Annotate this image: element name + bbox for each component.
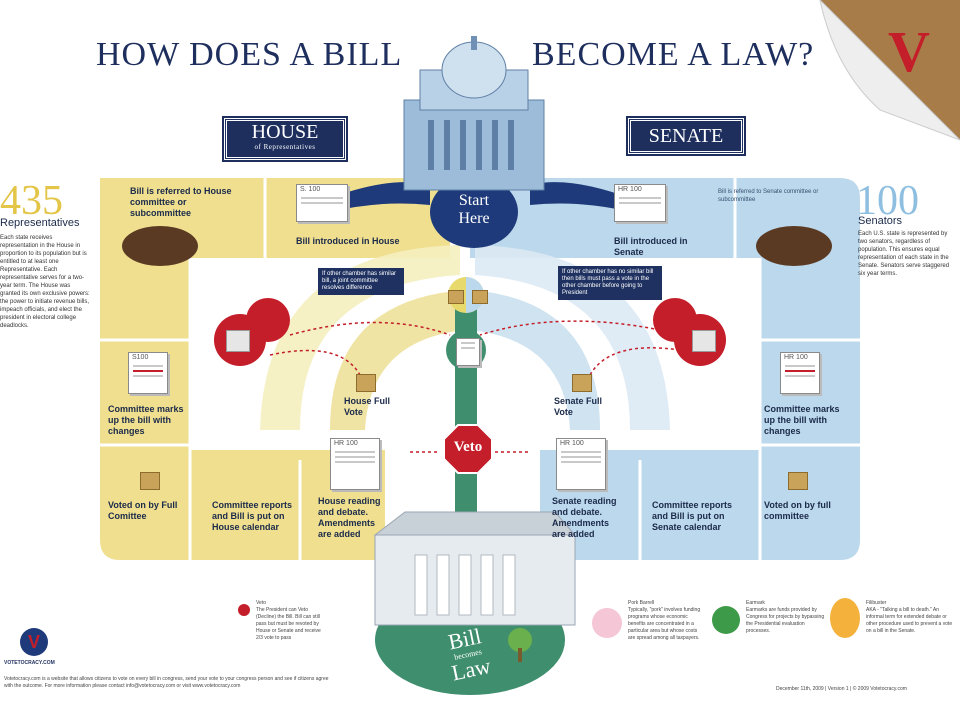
senate-committee-building-icon — [692, 330, 716, 352]
house-reading-doc: HR 100 — [330, 438, 380, 490]
footer-date: December 11th, 2009 | Version 1 | © 2009… — [776, 686, 907, 692]
votetocracy-logo-text: VOTETOCRACY.COM — [4, 660, 55, 666]
senate-step-voted: Voted on by full committee — [764, 500, 831, 521]
senate-step-reports: Committee reports and Bill is put on Sen… — [652, 500, 733, 532]
pork-barrel-icon — [592, 608, 622, 638]
center-ballot-box-right-icon — [472, 290, 488, 304]
senate-committee-table-icon — [756, 226, 832, 266]
votetocracy-logo-icon: V — [20, 628, 48, 656]
footer-text: Votetocracy.com is a website that allows… — [4, 676, 329, 689]
senate-step-reading: Senate reading and debate. Amendments ar… — [552, 496, 617, 539]
title-right: BECOME A LAW? — [532, 36, 815, 73]
senate-count: 100 — [856, 178, 919, 224]
house-step-referred: Bill is referred to House committee or s… — [130, 186, 232, 218]
joint-committee-callout: If other chamber has similar bill, a joi… — [318, 268, 404, 295]
house-committee-building-icon — [226, 330, 250, 352]
house-step-full-vote: House Full Vote — [344, 396, 391, 417]
house-step-introduced: Bill introduced in House — [296, 236, 400, 246]
veto-sign: Veto — [453, 439, 483, 455]
center-ballot-box-left-icon — [448, 290, 464, 304]
senate-count-label: Senators — [858, 215, 903, 227]
votetocracy-v-logo-icon: V — [888, 19, 930, 84]
senate-badge: SENATE — [626, 116, 746, 156]
senate-step-markup: Committee marks up the bill with changes — [764, 404, 840, 436]
house-vote-box-icon — [356, 374, 376, 392]
senate-markup-doc: HR 100 — [780, 352, 820, 394]
earmark-money-icon — [712, 606, 740, 634]
house-committee-table-icon — [122, 226, 198, 266]
house-count: 435 — [0, 178, 63, 224]
house-markup-doc: S100 — [128, 352, 168, 394]
senate-step-introduced: Bill introduced in Senate — [614, 236, 688, 257]
house-count-label: Representatives — [0, 217, 80, 229]
house-step-voted: Voted on by Full Comittee — [108, 500, 178, 521]
senate-description: Each U.S. state is represented by two se… — [858, 231, 950, 277]
senate-reading-doc: HR 100 — [556, 438, 606, 490]
house-step-reports: Committee reports and Bill is put on Hou… — [212, 500, 293, 532]
senate-bill-doc: HR 100 — [614, 184, 666, 222]
filibuster-speaker-icon — [830, 598, 860, 638]
senate-step-full-vote: Senate Full Vote — [554, 396, 603, 417]
house-step-reading: House reading and debate. Amendments are… — [318, 496, 381, 539]
senate-step-referred: Bill is referred to Senate committee or … — [718, 189, 819, 203]
house-bill-doc: S. 100 — [296, 184, 348, 222]
senate-ballot-box-icon — [788, 472, 808, 490]
merged-bill-doc — [456, 338, 480, 366]
house-ballot-box-icon — [140, 472, 160, 490]
house-track — [100, 178, 450, 560]
veto-legend-icon — [238, 604, 250, 616]
senate-vote-box-icon — [572, 374, 592, 392]
title-left: HOW DOES A BILL — [96, 36, 403, 73]
house-badge: HOUSE of Representatives — [222, 116, 348, 162]
house-step-markup: Committee marks up the bill with changes — [108, 404, 184, 436]
house-description: Each state receives representation in th… — [0, 235, 90, 329]
other-chamber-callout: If other chamber has no similar bill the… — [558, 266, 662, 300]
